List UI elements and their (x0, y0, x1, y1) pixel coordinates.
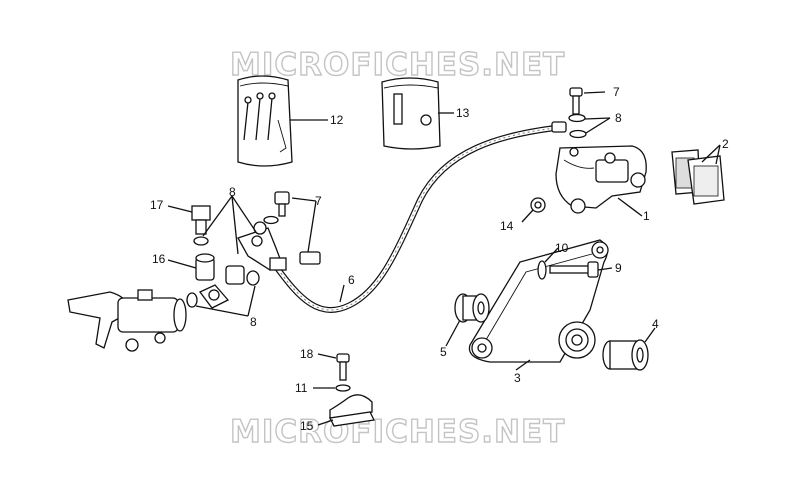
bracket-bush[interactable] (558, 321, 596, 359)
callout-3: 3 (514, 371, 521, 385)
callout-5: 5 (440, 345, 447, 359)
bleed-bolt-7[interactable] (569, 87, 583, 115)
watermark-bottom: MICROFICHES.NET (230, 414, 565, 450)
master-cylinder[interactable] (67, 289, 187, 352)
brake-switch-17[interactable] (191, 205, 211, 246)
callout-17: 17 (150, 198, 164, 212)
bushing-5[interactable] (454, 293, 490, 323)
callout-4: 4 (652, 317, 659, 331)
callout-6: 6 (348, 273, 355, 287)
callout-7-left: 7 (315, 194, 322, 208)
bag-kit-12[interactable] (237, 75, 293, 167)
clamp-15[interactable] (329, 394, 375, 427)
callout-16: 16 (152, 252, 166, 266)
washer-10[interactable] (537, 260, 547, 280)
screw-18[interactable] (336, 353, 350, 381)
brake-caliper-1[interactable] (555, 145, 647, 214)
callout-12: 12 (330, 113, 344, 127)
bolt-7-left[interactable] (263, 191, 321, 265)
callout-10: 10 (555, 241, 569, 255)
hose-fitting[interactable] (237, 221, 287, 271)
callout-18: 18 (300, 347, 314, 361)
washer-14[interactable] (530, 197, 546, 213)
washers-8-top[interactable] (568, 113, 587, 139)
banjo-fitting[interactable] (198, 265, 245, 309)
callout-7-top: 7 (613, 85, 620, 99)
callout-1: 1 (643, 209, 650, 223)
spacer-4[interactable] (602, 339, 649, 371)
callout-8-top: 8 (615, 111, 622, 125)
callout-8-left-bottom: 8 (250, 315, 257, 329)
washer-11[interactable] (335, 384, 351, 392)
callout-9: 9 (615, 261, 622, 275)
callout-8-left-top: 8 (229, 185, 236, 199)
callout-13: 13 (456, 106, 470, 120)
callout-11: 11 (295, 381, 308, 395)
brake-hose-6[interactable] (272, 121, 567, 313)
bag-kit-13[interactable] (381, 77, 441, 150)
leader-lines (167, 91, 721, 426)
adaptor-16[interactable] (195, 253, 215, 281)
callout-14: 14 (500, 219, 514, 233)
washers-8-left[interactable] (186, 270, 260, 308)
brake-pads-2[interactable] (671, 149, 725, 205)
watermark-top: MICROFICHES.NET (230, 47, 565, 83)
callout-15: 15 (300, 419, 314, 433)
callout-2: 2 (722, 137, 729, 151)
